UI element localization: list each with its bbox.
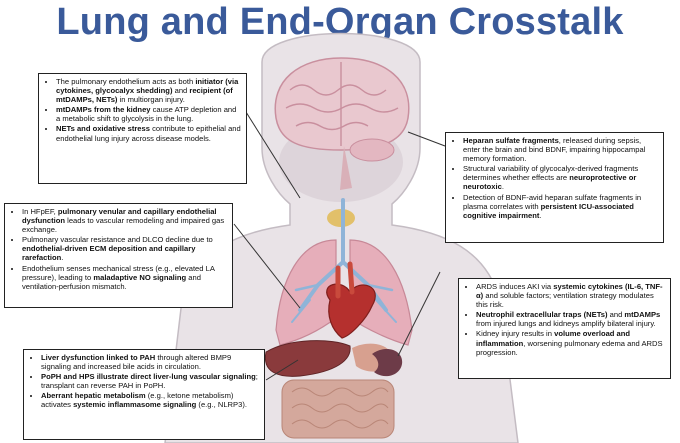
liver-bullet: Aberrant hepatic metabolism (e.g., keton… [41, 391, 259, 409]
bullet-text: . [501, 182, 504, 192]
endothelium-bullet: mtDAMPs from the kidney cause ATP deplet… [56, 105, 241, 123]
ards-bullet: ARDS induces AKI via systemic cytokines … [476, 282, 665, 309]
bullet-text: cause ATP depletion and a metabolic shif… [56, 105, 237, 124]
heparan-list: Heparan sulfate fragments, released duri… [452, 136, 658, 220]
intestines [281, 379, 395, 439]
bullet-text: ; transplant can reverse PAH in PoPH. [41, 372, 258, 391]
ards-bullet: Kidney injury results in volume overload… [476, 329, 665, 356]
bullet-text: through altered BMP9 signaling and incre… [41, 353, 232, 372]
hfpef-bullet: Pulmonary vascular resistance and DLCO d… [22, 235, 227, 262]
bullet-emphasis: NETs and oxidative stress [56, 124, 150, 134]
hfpef-callout: In HFpEF, pulmonary venular and capillar… [4, 203, 233, 308]
bullet-text: (e.g., NLRP3). [196, 400, 247, 410]
ards-bullet: Neutrophil extracellular traps (NETs) an… [476, 310, 665, 328]
bullet-emphasis: Liver dysfunction linked to PAH [41, 353, 156, 362]
bullet-text: , released during sepsis, enter the brai… [463, 136, 646, 164]
brain [274, 57, 410, 151]
bullet-emphasis: PoPH and HPS illustrate direct liver-lun… [41, 372, 256, 382]
bullet-text: in multiorgan injury. [117, 95, 185, 105]
bullet-emphasis: initiator (via cytokines, glycocalyx she… [56, 77, 239, 96]
bullet-text: The pulmonary endothelium acts as both [56, 77, 196, 86]
bullet-text: and [172, 86, 190, 96]
bullet-emphasis: mtDAMPs from the kidney [56, 105, 151, 115]
bullet-emphasis: volume overload and inflammation [476, 329, 631, 348]
bullet-emphasis: neuroprotective or neurotoxic [463, 173, 637, 192]
bullet-emphasis: mtDAMPs [624, 310, 661, 320]
endothelium-callout: The pulmonary endothelium acts as both i… [38, 73, 247, 184]
bullet-text: ARDS induces AKI via [476, 282, 554, 291]
bullet-emphasis: Aberrant hepatic metabolism [41, 391, 146, 401]
heparan-sulfate-callout: Heparan sulfate fragments, released duri… [445, 132, 664, 243]
bullet-text: from injured lungs and kidneys amplify b… [476, 319, 656, 329]
bullet-text: leads to vascular remodeling and impaire… [22, 216, 225, 235]
right-lung [349, 239, 413, 346]
bullet-emphasis: endothelial-driven ECM deposition and ca… [22, 244, 196, 263]
bullet-text: . [61, 253, 64, 263]
bullet-text: Endothelium senses mechanical stress (e.… [22, 263, 215, 282]
bullet-text: and [607, 310, 625, 320]
bullet-emphasis: systemic cytokines (IL-6, TNF-α) [476, 282, 663, 301]
endothelium-bullet: NETs and oxidative stress contribute to … [56, 124, 241, 142]
bullet-text: and ventilation-perfusion mismatch. [22, 272, 201, 291]
endothelium-list: The pulmonary endothelium acts as both i… [45, 77, 241, 143]
bullet-text: . [539, 210, 542, 220]
connector-lines [233, 111, 446, 381]
heparan-bullet: Detection of BDNF-avid heparan sulfate f… [463, 193, 658, 220]
bullet-text: In HFpEF, [22, 207, 58, 216]
bullet-text: Detection of BDNF-avid heparan sulfate f… [463, 192, 642, 211]
liver-callout: Liver dysfunction linked to PAH through … [23, 349, 265, 440]
bullet-text: (e.g., ketone metabolism) activates [41, 391, 234, 410]
bullet-text: , worsening pulmonary edema and ARDS pro… [476, 338, 663, 357]
liver-list: Liver dysfunction linked to PAH through … [30, 353, 259, 410]
heparan-bullet: Structural variability of glycocalyx-der… [463, 164, 658, 191]
bullet-emphasis: pulmonary venular and capillary endothel… [22, 207, 217, 226]
ards-callout: ARDS induces AKI via systemic cytokines … [458, 278, 671, 379]
bullet-emphasis: maladaptive NO signaling [93, 272, 187, 282]
bullet-emphasis: Neutrophil extracellular traps (NETs) [476, 310, 608, 320]
endothelium-bullet: The pulmonary endothelium acts as both i… [56, 77, 241, 104]
kidney [372, 349, 403, 377]
hfpef-bullet: In HFpEF, pulmonary venular and capillar… [22, 207, 227, 234]
left-lung [275, 239, 337, 346]
hfpef-list: In HFpEF, pulmonary venular and capillar… [11, 207, 227, 291]
bullet-text: Structural variability of glycocalyx-der… [463, 164, 639, 183]
bullet-emphasis: persistent ICU-associated cognitive impa… [463, 201, 634, 220]
bullet-text: Pulmonary vascular resistance and DLCO d… [22, 235, 213, 245]
bullet-text: and soluble factors; ventilation strateg… [476, 291, 654, 310]
bullet-text: contribute to epithelial and endothelial… [56, 124, 241, 143]
ards-list: ARDS induces AKI via systemic cytokines … [465, 282, 665, 357]
bullet-emphasis: recipient (of mtDAMPs, NETs) [56, 86, 233, 105]
bullet-text: Kidney injury results in [476, 329, 555, 339]
liver-bullet: Liver dysfunction linked to PAH through … [41, 353, 259, 371]
bullet-emphasis: Heparan sulfate fragments [463, 136, 559, 145]
heparan-bullet: Heparan sulfate fragments, released duri… [463, 136, 658, 163]
liver-bullet: PoPH and HPS illustrate direct liver-lun… [41, 372, 259, 390]
bullet-emphasis: systemic inflammasome signaling [73, 400, 197, 410]
hfpef-bullet: Endothelium senses mechanical stress (e.… [22, 264, 227, 291]
